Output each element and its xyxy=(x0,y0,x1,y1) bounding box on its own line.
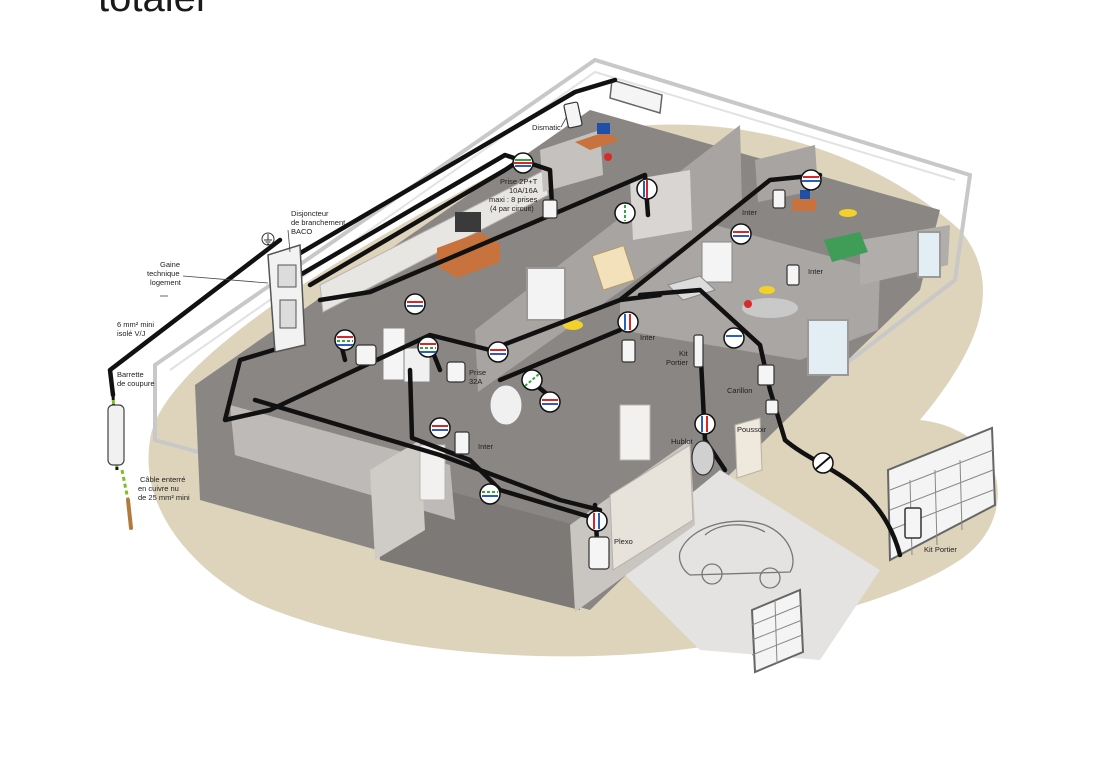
switch-icon xyxy=(454,431,470,455)
crossing-marker xyxy=(429,417,451,439)
entrance-door xyxy=(734,417,763,479)
bedroom-furniture xyxy=(792,190,868,262)
leader-lines xyxy=(160,117,567,297)
crossing-marker xyxy=(730,223,752,245)
crossing-marker xyxy=(586,510,608,532)
label-inter-kitchen: Inter xyxy=(808,267,824,276)
label-hublot: Hublot xyxy=(671,437,694,446)
label-kit-portier-exterior: Kit Portier xyxy=(924,545,957,554)
socket-32a-icon xyxy=(446,361,466,383)
label-dismatic: Dismatic xyxy=(532,123,561,132)
hublot-light-icon xyxy=(691,440,715,476)
garage-door xyxy=(609,444,694,571)
outdoor-door-phone-icon xyxy=(904,507,922,539)
crossing-marker xyxy=(487,341,509,363)
radiator xyxy=(591,244,636,291)
switch-icon xyxy=(621,339,636,363)
push-button-icon xyxy=(765,399,779,415)
crossing-marker xyxy=(800,169,822,191)
wall-left-long xyxy=(319,169,549,313)
door-hall xyxy=(619,404,651,461)
crossing-marker xyxy=(404,293,426,315)
crossing-marker xyxy=(812,452,834,474)
window-left xyxy=(526,267,566,321)
crossing-marker xyxy=(512,152,534,174)
crossing-marker xyxy=(723,327,745,349)
plexo-box-icon xyxy=(588,536,610,570)
crossing-marker xyxy=(539,391,561,413)
wall-garage-left xyxy=(370,440,425,560)
crossing-marker xyxy=(479,483,501,505)
label-poussoir: Poussoir xyxy=(737,425,767,434)
crossing-marker xyxy=(617,311,639,333)
crossing-marker xyxy=(694,413,716,435)
crossing-marker xyxy=(636,178,658,200)
label-carillon: Carillon xyxy=(727,386,752,395)
car-outline xyxy=(678,520,794,589)
switch-icon xyxy=(563,101,583,129)
switch-icon xyxy=(786,264,800,286)
garden-wall-front xyxy=(750,588,805,674)
crossing-marker xyxy=(334,329,356,351)
window-bedroom xyxy=(917,231,941,278)
page-title: totaler xyxy=(98,0,209,22)
kitchen-furniture xyxy=(667,241,798,318)
switch-icon xyxy=(772,189,786,209)
label-inter-living: Inter xyxy=(478,442,494,451)
house-outline xyxy=(153,57,973,563)
doorbell-chime-icon xyxy=(757,364,775,386)
socket-icon xyxy=(542,199,558,219)
electrical-panel xyxy=(267,243,306,353)
label-inter-bedroom: Inter xyxy=(742,208,758,217)
label-inter-hall: Inter xyxy=(640,333,656,342)
crossing-marker xyxy=(417,336,439,358)
earth-symbol-icon xyxy=(261,232,275,246)
door-phone-icon xyxy=(693,334,704,368)
socket-icon xyxy=(355,344,377,366)
air-conditioner xyxy=(609,79,663,114)
wall-right-a xyxy=(755,145,818,202)
earthing-system xyxy=(107,394,133,530)
crossing-marker xyxy=(521,369,543,391)
wall-center-b xyxy=(630,170,692,240)
label-plexo: Plexo xyxy=(614,537,633,546)
window-right xyxy=(807,319,849,376)
office-furniture xyxy=(575,123,620,161)
crossing-marker xyxy=(614,202,636,224)
